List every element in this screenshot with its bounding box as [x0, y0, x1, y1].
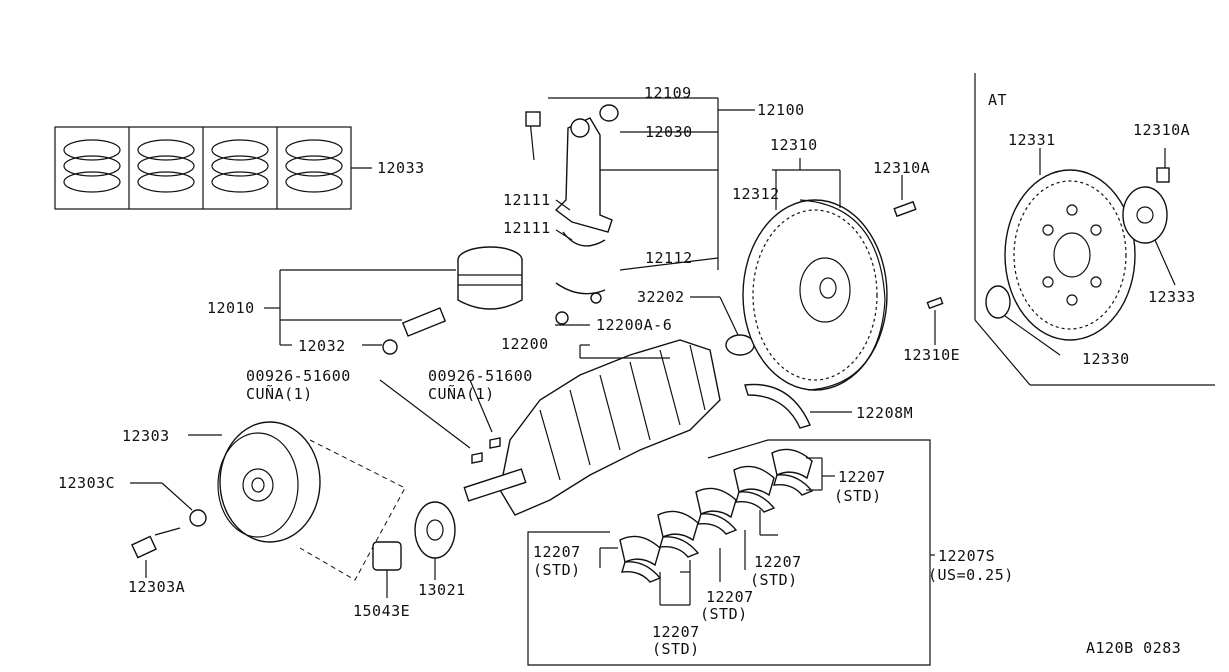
label-12032: 12032: [298, 337, 346, 355]
label-cuna-b: CUÑA(1): [428, 385, 495, 403]
label-12310a-main: 12310A: [873, 159, 931, 177]
label-12303c: 12303C: [58, 474, 116, 492]
label-std-mid2: (STD): [700, 605, 748, 623]
label-12111-a: 12111: [503, 191, 551, 209]
label-12200a-6: 12200A-6: [596, 316, 673, 334]
label-15043e: 15043E: [353, 602, 411, 620]
label-12100: 12100: [757, 101, 805, 119]
label-12200: 12200: [501, 335, 549, 353]
connecting-rod: [525, 97, 755, 325]
label-12207-right: 12207: [838, 468, 886, 486]
label-12330: 12330: [1082, 350, 1130, 368]
label-12111-b: 12111: [503, 219, 551, 237]
label-std-left: (STD): [533, 561, 581, 579]
flywheel: [742, 158, 944, 391]
label-12310: 12310: [770, 136, 818, 154]
label-12010: 12010: [207, 299, 255, 317]
at-section: [974, 73, 1215, 386]
footer-code: A120B 0283: [1086, 639, 1182, 657]
label-00926-a: 00926-51600: [246, 367, 351, 385]
crankshaft: [379, 296, 755, 516]
label-std-mid1: (STD): [750, 571, 798, 589]
label-12207-mid1: 12207: [754, 553, 802, 571]
label-12109: 12109: [644, 84, 692, 102]
label-12310a-at: 12310A: [1133, 121, 1191, 139]
thrust-washer: [744, 383, 852, 429]
label-32202: 32202: [637, 288, 685, 306]
label-12207-left: 12207: [533, 543, 581, 561]
label-12112: 12112: [645, 249, 693, 267]
label-12333: 12333: [1148, 288, 1196, 306]
crank-pulley: [130, 421, 406, 581]
label-12310e: 12310E: [903, 346, 961, 364]
label-12331: 12331: [1008, 131, 1056, 149]
label-13021: 13021: [418, 581, 466, 599]
main-bearing-set: [527, 439, 935, 666]
label-us025: (US=0.25): [928, 566, 1014, 584]
label-12303: 12303: [122, 427, 170, 445]
label-12208m: 12208M: [856, 404, 914, 422]
label-std-right: (STD): [834, 487, 882, 505]
label-00926-b: 00926-51600: [428, 367, 533, 385]
label-cuna-a: CUÑA(1): [246, 385, 313, 403]
label-std-bottom: (STD): [652, 640, 700, 658]
label-12207s: 12207S: [938, 547, 996, 565]
label-12303a: 12303A: [128, 578, 186, 596]
label-12033: 12033: [377, 159, 425, 177]
piston-ring-set: [54, 126, 372, 210]
piston: [264, 246, 523, 355]
label-12207-mid2: 12207: [706, 588, 754, 606]
label-12207-bottom: 12207: [652, 623, 700, 641]
at-section-title: AT: [988, 91, 1008, 109]
label-12312: 12312: [732, 185, 780, 203]
label-12030: 12030: [645, 123, 693, 141]
crank-sprocket: [372, 501, 456, 598]
